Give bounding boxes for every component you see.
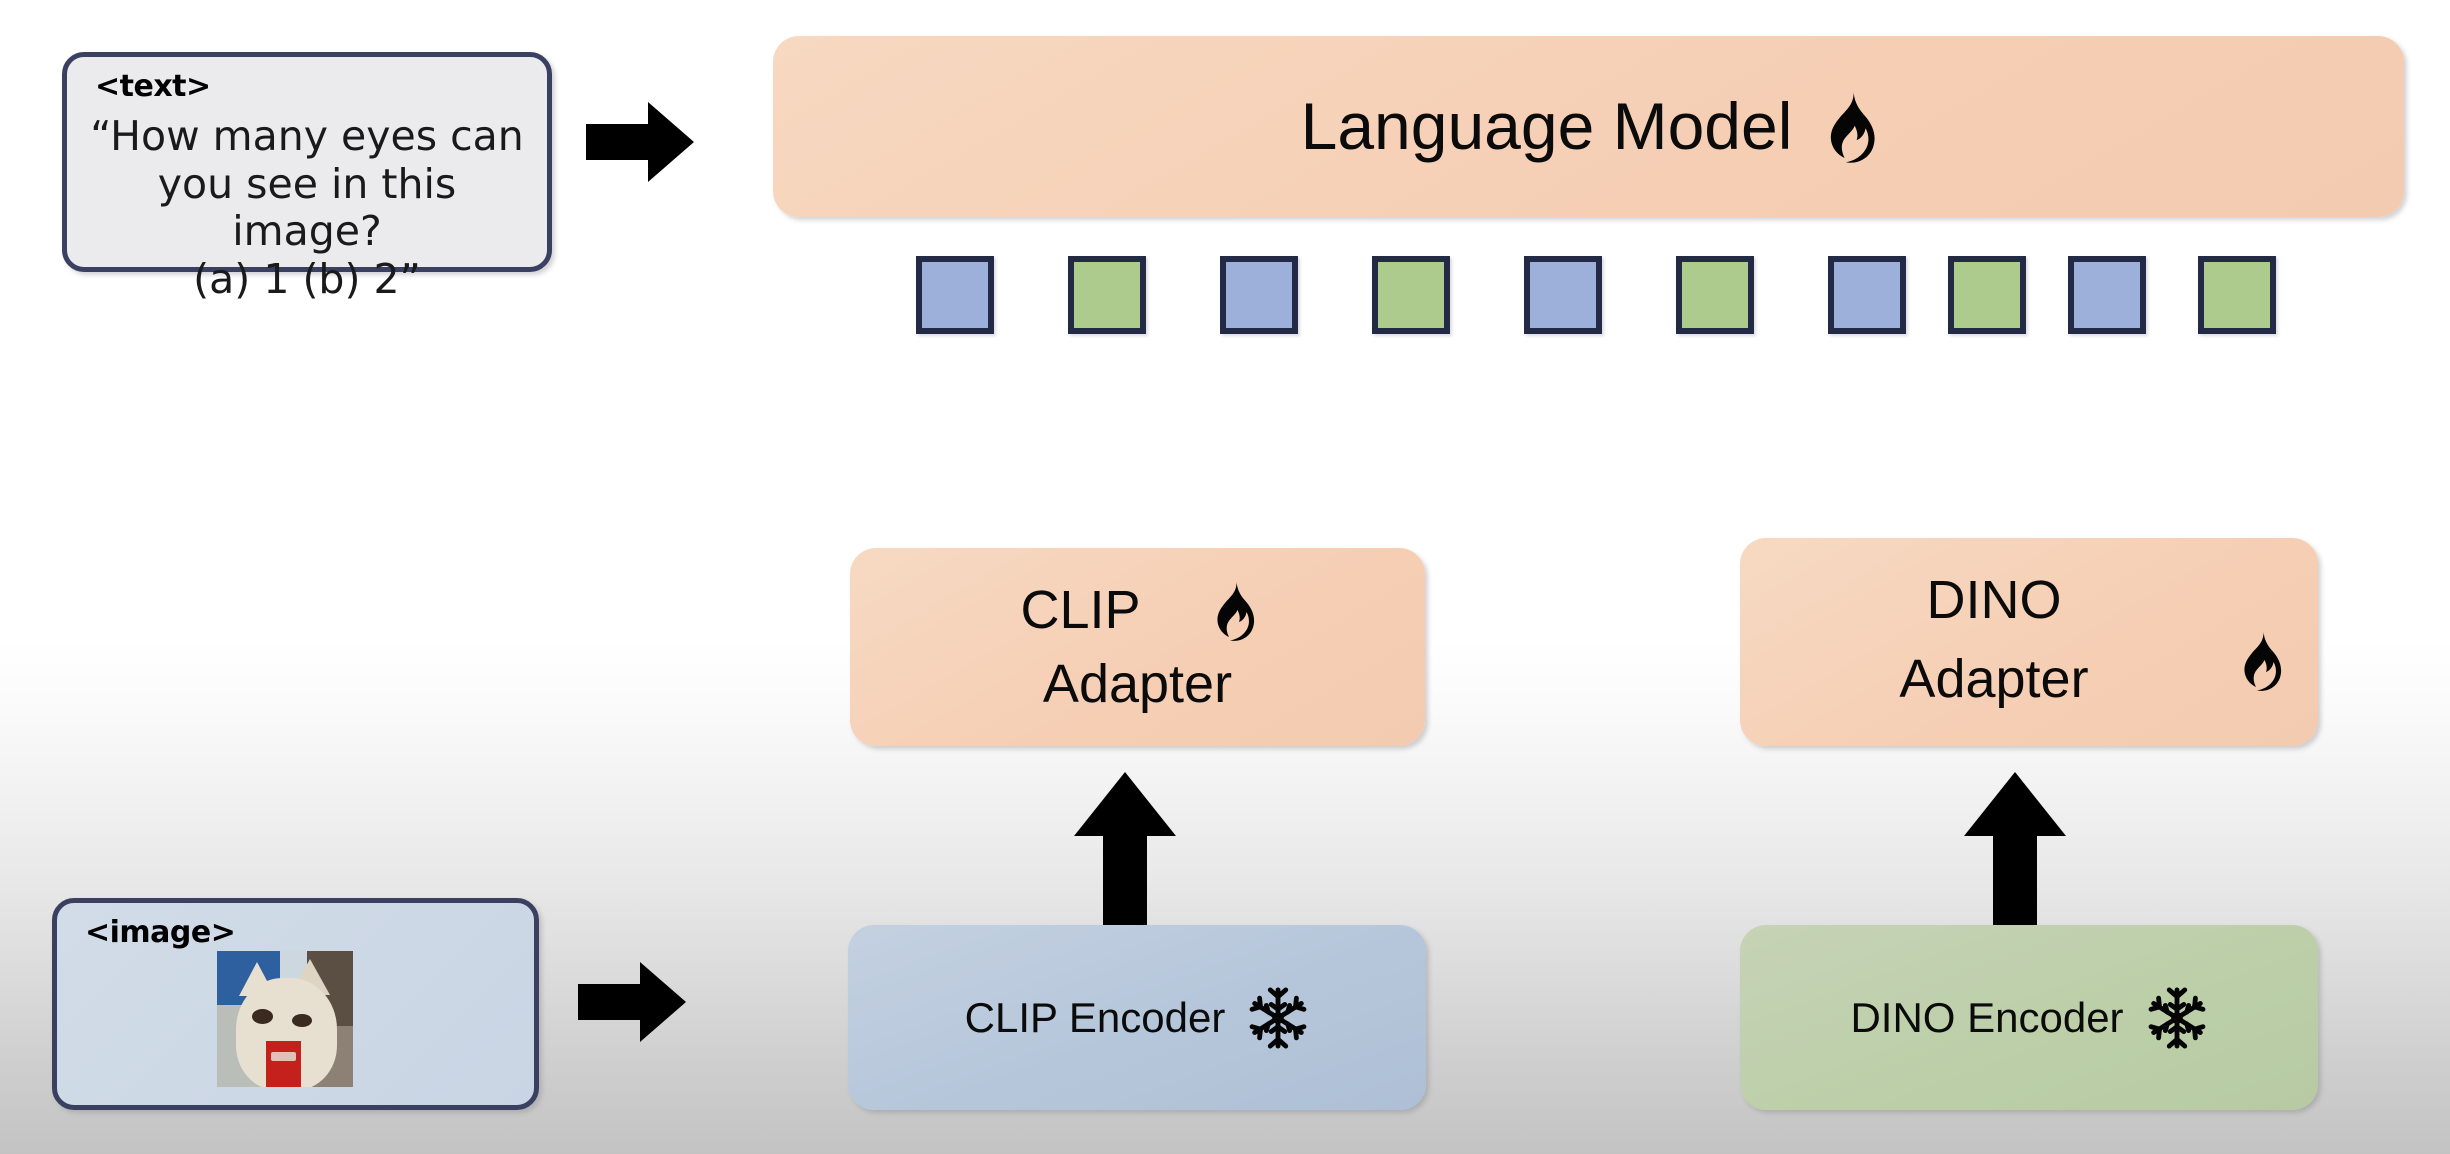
visual-token-7 <box>1828 256 1906 334</box>
visual-token-6 <box>1676 256 1754 334</box>
clip-adapter-label-line2: Adapter <box>1042 653 1233 714</box>
snowflake-icon <box>1247 986 1309 1049</box>
text-input-box: <text> “How many eyes can you see in thi… <box>62 52 552 302</box>
arrow-text-to-language-model <box>586 100 696 184</box>
visual-token-10 <box>2198 256 2276 334</box>
visual-token-3 <box>1220 256 1298 334</box>
cat-thumbnail-image <box>217 951 353 1087</box>
dino-adapter-label-line1: DINO <box>1926 570 2062 631</box>
visual-token-9 <box>2068 256 2146 334</box>
text-tag-label: <text> <box>95 69 211 104</box>
clip-encoder-label: CLIP Encoder <box>964 993 1226 1041</box>
language-model-box[interactable]: Language Model <box>773 36 2404 217</box>
arrow-clip-encoder-to-clip-adapter <box>1070 770 1180 928</box>
visual-token-2 <box>1068 256 1146 334</box>
visual-token-5 <box>1524 256 1602 334</box>
visual-token-1 <box>916 256 994 334</box>
snowflake-icon <box>2146 986 2208 1049</box>
dino-adapter-label-line2: Adapter <box>1899 649 2089 710</box>
clip-adapter-box[interactable]: CLIP Adapter <box>850 548 1425 746</box>
dino-encoder-box[interactable]: DINO Encoder <box>1740 925 2318 1110</box>
visual-token-row <box>916 256 2276 336</box>
language-model-label: Language Model <box>1300 88 1793 163</box>
clip-encoder-box[interactable]: CLIP Encoder <box>848 925 1426 1110</box>
dino-adapter-box[interactable]: DINO Adapter <box>1740 538 2318 746</box>
flame-icon <box>1207 579 1255 642</box>
flame-icon <box>1818 89 1876 164</box>
visual-token-8 <box>1948 256 2026 334</box>
dino-encoder-label: DINO Encoder <box>1850 993 2124 1041</box>
prompt-text: “How many eyes can you see in this image… <box>90 112 524 303</box>
visual-token-4 <box>1372 256 1450 334</box>
clip-adapter-label-line1: CLIP <box>1020 579 1140 640</box>
arrow-dino-encoder-to-dino-adapter <box>1960 770 2070 928</box>
arrow-image-to-clip-encoder <box>578 960 688 1044</box>
image-tag-label: <image> <box>85 915 236 950</box>
flame-icon <box>2234 629 2282 692</box>
image-input-box: <image> <box>52 898 539 1110</box>
